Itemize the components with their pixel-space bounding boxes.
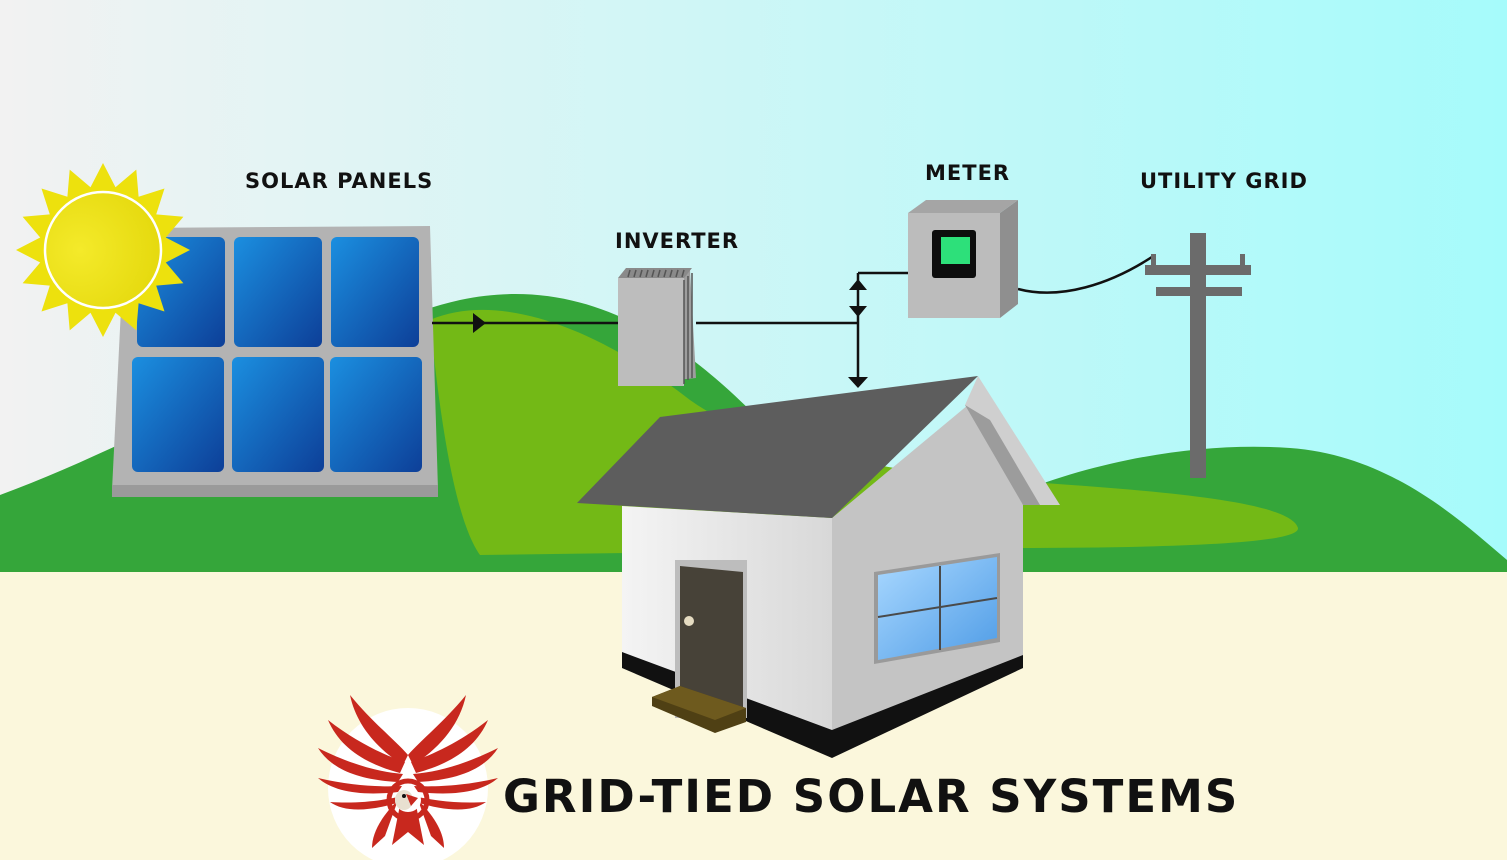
utility-pole-icon: [1145, 233, 1251, 478]
inverter-label: INVERTER: [615, 229, 740, 253]
meter-label: METER: [925, 161, 1011, 185]
house-icon: [577, 376, 1060, 758]
eagle-logo: [318, 695, 498, 860]
solar-panels-label: SOLAR PANELS: [245, 169, 434, 193]
utility-grid-label: UTILITY GRID: [1140, 169, 1308, 193]
meter-icon: [908, 200, 1018, 318]
page-title: GRID-TIED SOLAR SYSTEMS: [503, 770, 1240, 823]
inverter-icon: [618, 268, 696, 386]
flow-arrows: [473, 279, 868, 388]
wiring: [432, 253, 1156, 385]
sun-icon: [16, 163, 190, 337]
